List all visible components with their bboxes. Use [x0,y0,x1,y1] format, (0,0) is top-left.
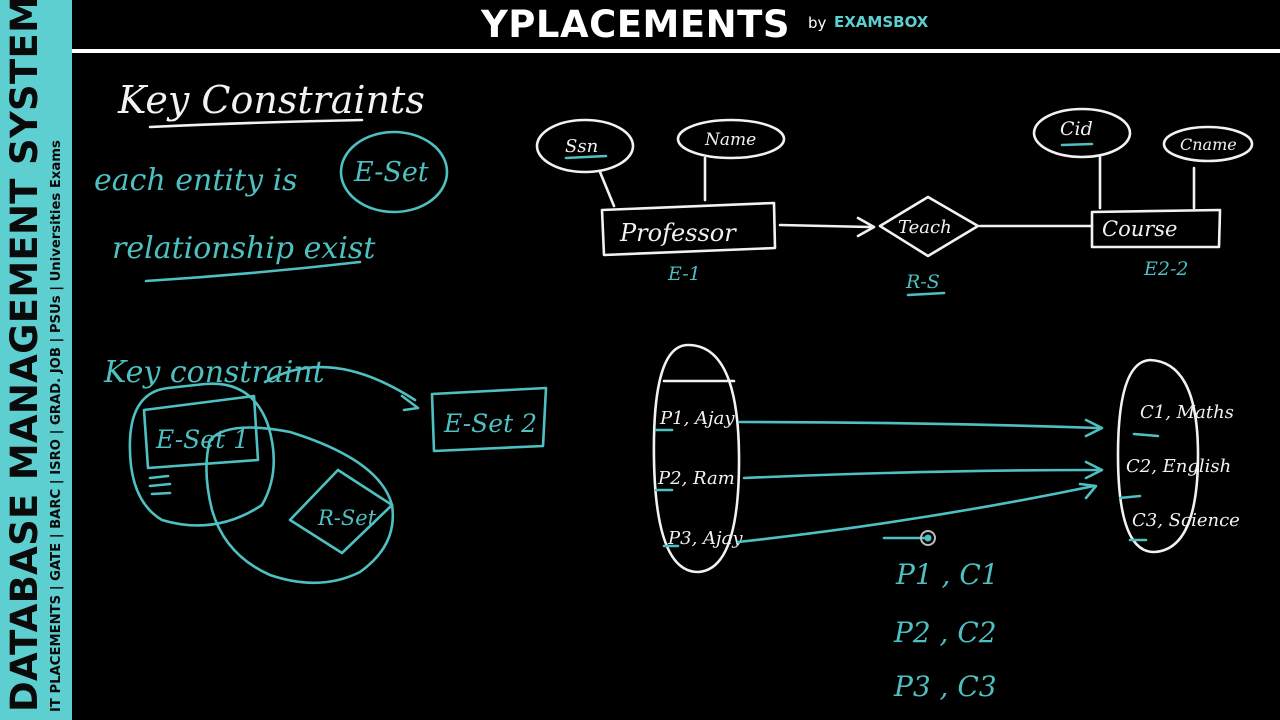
attr-cid-ellipse [1032,107,1132,159]
professor-item-2: P2, Ram [657,468,735,489]
attr-ssn-label: Ssn [565,136,598,157]
course-key-marks [1118,432,1160,542]
map-arrowhead-2 [1084,460,1104,480]
heading-underline [148,118,364,129]
course-entity-box [1090,208,1222,249]
professor-label: Professor [619,219,737,247]
cid-key-underline [1060,142,1094,147]
whiteboard: Key Constraints each entity is E-Set rel… [94,78,1254,703]
pair-2: P2 , C2 [893,616,997,649]
line1-circled-text: E-Set [353,157,429,188]
key-constraint-arrowhead [856,216,876,238]
course-title: DATABASE MANAGEMENT SYSTEM [3,0,46,712]
entity2-tag: E2-2 [1143,258,1188,280]
cursor-dot [924,534,932,542]
course-item-1: C1, Maths [1140,402,1234,423]
mapping-arrowhead [400,394,420,412]
instance-mapping: P1, Ajay P2, Ram P3, Ajay C1, Maths C2, … [652,343,1240,703]
attr-cname-label: Cname [1180,135,1237,154]
relationship-tag-underline [906,291,946,297]
rset-ellipse [205,426,395,585]
professor-key-marks [654,428,680,548]
line2-underline [144,260,362,283]
eset1-hatch [148,474,172,496]
line1-text: each entity is [94,163,298,198]
venn-sketch: Key constraint E-Set 1 R-Set E-Set 2 [103,355,548,585]
notes-line1: each entity is E-Set [94,130,449,214]
eset2-label: E-Set 2 [443,409,537,438]
map-arrow-2 [742,468,1100,480]
course-set-oval [1116,358,1200,554]
eset2-box [430,386,548,453]
course-label: Course [1102,217,1177,241]
attr-ssn-ellipse [535,118,635,174]
entity1-tag: E-1 [667,263,701,285]
attr-name-ellipse [676,118,786,160]
pair-3: P3 , C3 [893,670,997,703]
sidebar-rotated-text: DATABASE MANAGEMENT SYSTEM IT PLACEMENTS… [0,0,72,720]
pair-1: P1 , C1 [895,558,999,591]
professor-entity-box [600,201,777,257]
header-divider [72,49,1280,53]
mapping-arrow [263,365,417,402]
professor-to-teach-line [778,223,872,229]
brand-by: by [808,14,827,32]
professor-set-oval [652,343,741,574]
eset1-box [142,394,260,470]
teach-label: Teach [898,217,952,238]
entity2-attr-links [1098,155,1196,210]
eset1-ellipse [128,382,276,527]
eset-circle [339,130,449,214]
rset-label: R-Set [317,506,377,530]
entity1-attr-links [598,156,707,208]
attr-cname-ellipse [1162,125,1254,163]
brand-logo-text: YPLACEMENTS [481,3,790,46]
relationship-tag: R-S [905,271,940,293]
map-arrow-3 [736,484,1096,544]
line2-text: relationship exist [112,231,376,266]
course-item-3: C3, Science [1132,510,1240,531]
teach-relationship-diamond [878,195,980,258]
notes-heading: Key Constraints [117,78,425,129]
rset-diamond [288,468,394,555]
cursor-ring [920,530,936,546]
exam-list: IT PLACEMENTS | GATE | BARC | ISRO | GRA… [49,140,64,712]
map-arrowhead-1 [1084,418,1104,438]
attr-name-label: Name [704,130,756,150]
header: YPLACEMENTS by EXAMSBOX [72,0,1280,50]
er-diagram: Ssn Name Professor E-1 Teach R-S Course … [535,107,1254,297]
notes-line2: relationship exist [112,231,376,283]
course-item-2: C2, English [1126,456,1231,477]
map-arrowhead-3 [1078,482,1098,500]
map-arrow-1 [738,420,1100,430]
professor-item-1: P1, Ajay [659,408,735,429]
sidebar-banner: DATABASE MANAGEMENT SYSTEM IT PLACEMENTS… [0,0,72,720]
attr-cid-label: Cid [1060,118,1093,140]
ssn-key-underline [564,154,608,160]
brand-sub: EXAMSBOX [834,13,929,31]
heading-text: Key Constraints [117,78,425,122]
professor-item-3: P3, Ajay [667,528,743,549]
